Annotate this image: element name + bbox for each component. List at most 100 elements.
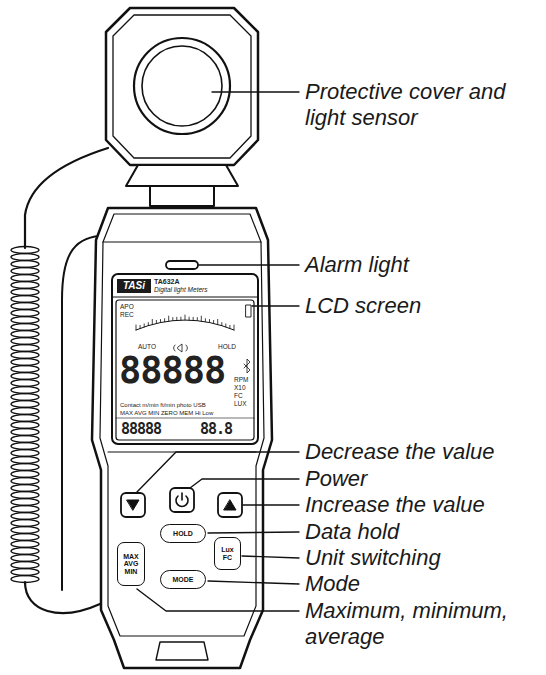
product-name: Digital light Meters [154,287,207,294]
scale-tick [197,318,198,321]
coil-winding [11,548,39,555]
scale-tick [193,317,194,320]
callout-label: Mode [305,571,360,597]
lcd-indicator-row: MAX AVG MIN ZERO MEM Hi Low [120,410,213,416]
bottom-notch [156,642,208,660]
scale-tick [148,323,149,326]
leader-line [252,305,299,306]
coil-winding [11,541,39,548]
scale-tick [140,325,141,328]
coil-winding [11,422,39,429]
unit-indicator: LUX [234,401,247,408]
scale-tick [180,317,181,320]
scale-tick [168,316,169,321]
cable [25,148,108,248]
coil-winding [11,394,39,401]
leader-line [208,532,299,533]
lcd-indicator-row: Contact m/min ft/min photo USB [120,402,206,408]
scale-tick [164,319,165,322]
unit-button: Lux FC [214,537,241,570]
coil-winding [11,534,39,541]
body-seam [103,241,261,242]
bluetooth-icon [244,359,250,373]
coil-winding [11,317,39,324]
scale-tick [136,325,137,330]
coil-winding [11,520,39,527]
max-avg-min-button: MAX AVG MIN [117,542,145,586]
scale-tick [201,316,202,321]
sensor-neck [126,165,238,186]
coil-winding [11,527,39,534]
scale-tick [225,324,226,327]
sensor-ring [134,38,230,134]
secondary-digits: 88.8 [200,422,232,437]
coil-winding [11,415,39,422]
hold-button: HOLD [160,524,206,543]
coil-winding [11,345,39,352]
coil-winding [11,450,39,457]
coil-winding [11,429,39,436]
battery-icon [246,305,251,317]
button-text: TASi [123,281,145,291]
mode-button: MODE [160,570,206,589]
leader-line [212,91,299,92]
leader-line [199,264,299,265]
coil-winding [11,310,39,317]
leader-line [137,452,299,492]
button-text: MODE [173,576,194,583]
main-digits: 88888 [119,352,225,389]
coil-winding [11,443,39,450]
coil-winding [11,408,39,415]
callout-label: Unit switching [305,545,441,571]
coil-winding [11,275,39,282]
leader-line [190,479,299,488]
callout-label: Alarm light [305,252,409,278]
coil-winding [11,555,39,562]
body-inner-contour [100,214,264,636]
button-text: MAX AVG MIN [119,553,143,575]
scale-tick [217,319,218,324]
scale-tick [229,325,230,328]
callout-label: Data hold [305,519,399,545]
scale-tick [221,323,222,326]
power-symbol [176,493,188,506]
callout-label: Power [305,466,367,492]
callout-label: Protective cover and light sensor [305,79,541,131]
buzzer-icon [174,344,188,352]
coil-winding [11,562,39,569]
coil-winding [11,513,39,520]
scale-tick [152,319,153,324]
lcd-screen [116,300,254,440]
coil-winding [11,569,39,576]
callout-label: Increase the value [305,492,485,518]
coil-winding [11,401,39,408]
scale-tick [209,320,210,323]
lcd-indicator: AUTO [138,344,156,351]
coil-winding [11,457,39,464]
unit-indicator: X10 [234,385,246,392]
secondary-digits: 88888 [121,422,161,437]
model-number: TA632A [154,278,180,285]
scale-ticks [136,315,234,330]
decrease-button [121,493,145,517]
coil-winding [11,471,39,478]
callout-label: LCD screen [305,293,421,319]
lcd-header-line [112,296,258,297]
coil-winding [11,324,39,331]
coil-winding [11,576,39,583]
leader-line [243,504,299,505]
coil-winding [11,254,39,261]
coil-winding [11,289,39,296]
meter-body [92,208,272,668]
coil-winding [11,478,39,485]
coil-winding [11,282,39,289]
coil-winding [11,338,39,345]
unit-indicator: FC [234,393,243,400]
scale-tick [189,317,190,320]
analog-scale [136,320,234,330]
leader-line [137,589,299,611]
lcd-divider [116,418,254,419]
coil-winding [11,373,39,380]
light-sensor [142,46,222,126]
